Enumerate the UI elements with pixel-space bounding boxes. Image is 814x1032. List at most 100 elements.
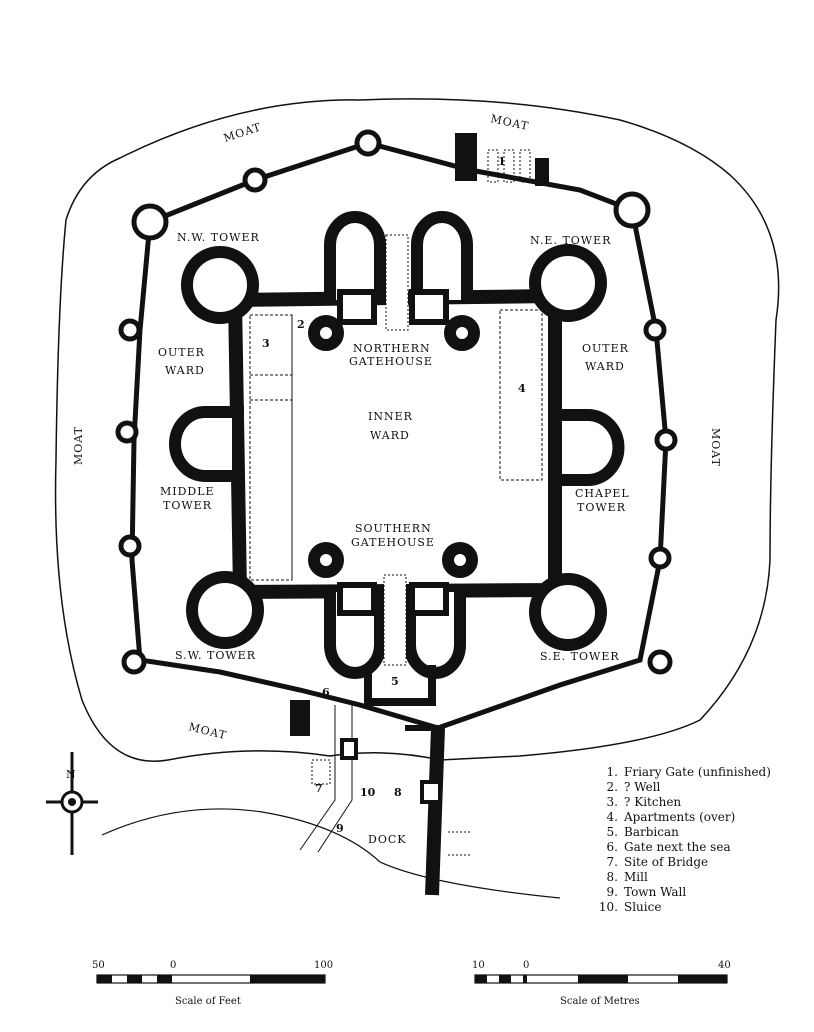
sw-tower-label: S.W. TOWER	[175, 649, 256, 662]
ne-tower-shape	[529, 244, 607, 322]
southern-gatehouse-2: GATEHOUSE	[351, 536, 435, 549]
moat-label-top-right: MOAT	[489, 112, 530, 133]
sw-tower-shape	[186, 571, 264, 649]
northern-gatehouse-1: NORTHERN	[353, 342, 431, 355]
outer-curtain-wall	[129, 140, 669, 731]
outer-wall-turrets	[115, 129, 678, 675]
north-letter: N	[66, 768, 77, 781]
outer-ward-left-2: WARD	[165, 364, 205, 377]
legend-text: Apartments (over)	[623, 810, 735, 824]
legend-text: Sluice	[624, 900, 661, 914]
legend-text: ? Well	[624, 780, 661, 794]
legend-number: 10.	[599, 900, 618, 914]
turret-w1	[118, 318, 142, 342]
moat-label-left: MOAT	[72, 426, 85, 465]
moat-label-bottom: MOAT	[187, 720, 228, 742]
scale-metres-zero: 0	[523, 960, 529, 971]
barbican-shape	[364, 665, 436, 706]
moat-label-top-left: MOAT	[222, 120, 263, 144]
turret-e3	[648, 546, 672, 570]
chapel-tower-2: TOWER	[577, 501, 626, 514]
shoreline	[101, 808, 561, 899]
legend-number: 8.	[607, 870, 618, 884]
legend-number: 3.	[607, 795, 618, 809]
northern-gatehouse	[308, 211, 480, 351]
middle-tower-shape	[169, 406, 244, 482]
turret-w3	[118, 534, 142, 558]
friary-gate	[455, 133, 549, 186]
northern-gatehouse-2: GATEHOUSE	[349, 355, 433, 368]
outer-ward-left-1: OUTER	[158, 346, 205, 359]
plan-number-1: 1	[498, 155, 506, 168]
chapel-tower-1: CHAPEL	[575, 487, 630, 500]
scale-metres-left: 10	[472, 960, 485, 971]
inner-towers	[169, 244, 625, 651]
turret-e1	[643, 318, 667, 342]
plan-number-10: 10	[360, 786, 376, 799]
legend-number: 2.	[607, 780, 618, 794]
scale-metres-caption: Scale of Metres	[560, 996, 640, 1007]
scale-feet-zero: 0	[170, 960, 176, 971]
turret-e2	[654, 428, 678, 452]
northern-passage	[385, 234, 409, 331]
nw-tower-label: N.W. TOWER	[177, 231, 260, 244]
turret-n2	[354, 129, 382, 157]
scale-feet-right: 100	[314, 960, 333, 971]
outer-ward-right-2: WARD	[585, 360, 625, 373]
turret-w2	[115, 420, 139, 444]
scale-metres-right: 40	[718, 960, 731, 971]
legend-number: 5.	[607, 825, 618, 839]
outer-ward-right-1: OUTER	[582, 342, 629, 355]
legend-text: ? Kitchen	[624, 795, 681, 809]
scale-feet-caption: Scale of Feet	[175, 996, 241, 1007]
turret-sw	[121, 649, 147, 675]
scale-of-metres: 10 0 40 Scale of Metres	[472, 960, 731, 1007]
plan-number-9: 9	[336, 822, 344, 835]
moat-label-right: MOAT	[709, 428, 722, 467]
legend-text: Town Wall	[624, 885, 686, 899]
legend-text: Mill	[624, 870, 648, 884]
inner-ward-1: INNER	[368, 410, 413, 423]
legend-number: 6.	[607, 840, 618, 854]
plan-number-6: 6	[322, 686, 330, 699]
turret-nw	[131, 203, 169, 241]
southern-passage	[383, 574, 407, 666]
legend: 1. Friary Gate (unfinished) 2. ? Well 3. ? Ki…	[599, 765, 771, 914]
middle-tower-2: TOWER	[163, 499, 212, 512]
dock-label: DOCK	[368, 833, 406, 846]
legend-text: Site of Bridge	[624, 855, 708, 869]
legend-number: 7.	[607, 855, 618, 869]
plan-numbers: 1 2 3 4 5 6 7 8 9 10	[262, 155, 526, 835]
turret-se	[647, 649, 673, 675]
turret-ne	[613, 191, 651, 229]
dock-area	[101, 700, 561, 899]
inner-ward-2: WARD	[370, 429, 410, 442]
legend-text: Friary Gate (unfinished)	[624, 765, 771, 779]
legend-number: 9.	[607, 885, 618, 899]
nw-tower-shape	[181, 246, 259, 324]
plan-number-8: 8	[394, 786, 402, 799]
scale-of-feet: 50 0 100 Scale of Feet	[92, 960, 333, 1007]
turret-n1	[242, 167, 268, 193]
place-labels: MOAT MOAT MOAT MOAT MOAT N.W. TOWER N.E.…	[72, 112, 722, 846]
plan-number-2: 2	[297, 318, 305, 331]
se-tower-shape	[529, 573, 607, 651]
middle-tower-1: MIDDLE	[160, 485, 215, 498]
plan-number-7: 7	[315, 782, 323, 795]
plan-number-3: 3	[262, 337, 270, 350]
legend-text: Barbican	[624, 825, 679, 839]
dashed-structures	[249, 309, 543, 581]
se-tower-label: S.E. TOWER	[540, 650, 620, 663]
legend-text: Gate next the sea	[624, 840, 731, 854]
legend-number: 1.	[607, 765, 618, 779]
scale-feet-left: 50	[92, 960, 105, 971]
chapel-tower-shape	[550, 409, 625, 486]
legend-number: 4.	[607, 810, 618, 824]
ne-tower-label: N.E. TOWER	[530, 234, 611, 247]
plan-number-5: 5	[391, 675, 399, 688]
plan-number-4: 4	[518, 382, 526, 395]
moat-outline	[54, 98, 780, 762]
southern-gatehouse-1: SOUTHERN	[355, 522, 432, 535]
north-arrow: N	[46, 752, 98, 855]
